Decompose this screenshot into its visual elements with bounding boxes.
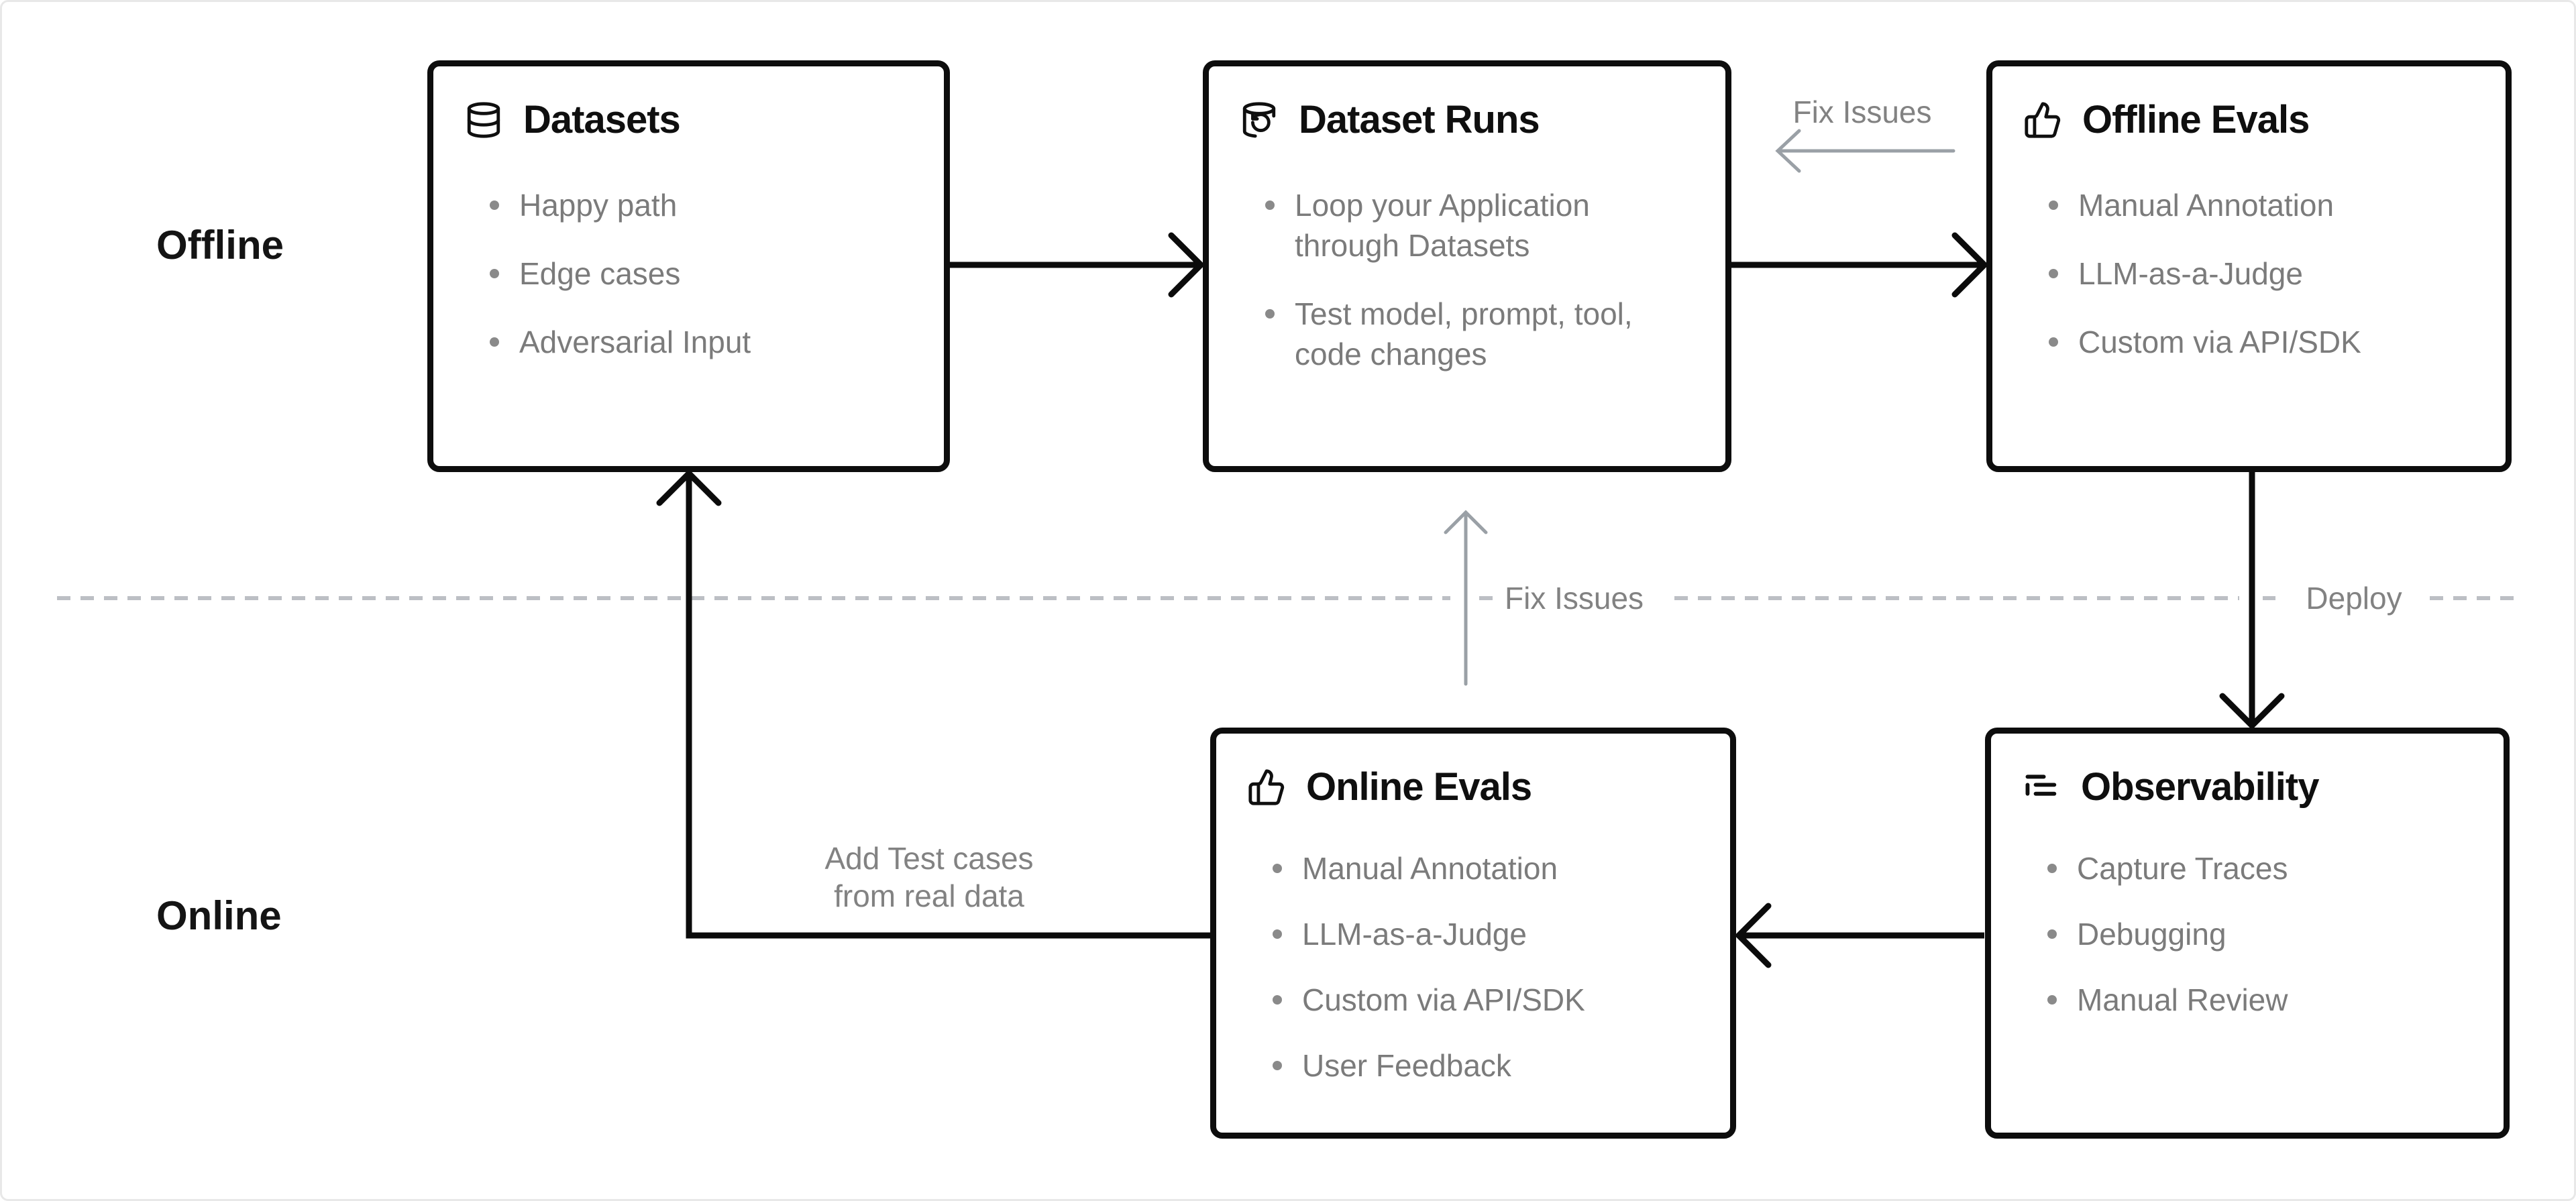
list-item: Edge cases — [490, 253, 917, 294]
node-title: Offline Evals — [2082, 98, 2310, 141]
list-tree-icon — [2022, 768, 2061, 807]
node-observability-bullets: Capture Traces Debugging Manual Review — [1991, 848, 2504, 1020]
node-observability-header: Observability — [2022, 764, 2504, 809]
add-test-cases-label: Add Test cases from real data — [824, 841, 1034, 913]
node-offline-evals: Offline Evals Manual Annotation LLM-as-a… — [1986, 60, 2512, 472]
node-datasets: Datasets Happy path Edge cases Adversari… — [427, 60, 950, 472]
node-title: Online Evals — [1306, 765, 1532, 809]
node-title: Datasets — [523, 98, 681, 141]
bullet-dot — [490, 269, 499, 278]
bullet-dot — [1273, 864, 1282, 873]
node-observability: Observability Capture Traces Debugging M… — [1985, 728, 2510, 1139]
bullet-dot — [490, 201, 499, 210]
arrow-datasets-to-dataset-runs — [949, 232, 1205, 298]
online-section-label: Online — [156, 893, 282, 938]
arrow-fix-issues-mid — [1444, 510, 1488, 686]
list-item: LLM-as-a-Judge — [1273, 914, 1703, 954]
bullet-dot — [2049, 269, 2058, 278]
arrow-observability-to-online-evals — [1734, 903, 1984, 968]
list-item: Debugging — [2047, 914, 2477, 954]
bullet-dot — [2047, 995, 2057, 1005]
bullet-dot — [1273, 995, 1282, 1005]
list-item: Custom via API/SDK — [1273, 980, 1703, 1020]
arrow-online-evals-to-datasets — [656, 469, 1210, 939]
bullet-dot — [2049, 201, 2058, 210]
arrow-dataset-runs-to-offline-evals — [1729, 232, 1989, 298]
list-item: Test model, prompt, tool, code changes — [1265, 294, 1699, 374]
bullet-dot — [490, 337, 499, 347]
node-online-evals-header: Online Evals — [1247, 764, 1730, 809]
node-title: Observability — [2081, 765, 2319, 809]
list-item: Loop your Application through Datasets — [1265, 185, 1699, 266]
arrow-offline-evals-to-observability — [2219, 470, 2285, 730]
deploy-label: Deploy — [2306, 581, 2402, 616]
database-icon — [464, 101, 503, 139]
thumbs-up-icon — [2023, 101, 2062, 139]
bullet-dot — [2049, 337, 2058, 347]
list-item: Capture Traces — [2047, 848, 2477, 889]
bullet-dot — [1265, 201, 1275, 210]
node-datasets-bullets: Happy path Edge cases Adversarial Input — [433, 185, 944, 362]
list-item: LLM-as-a-Judge — [2049, 253, 2479, 294]
bullet-dot — [1273, 929, 1282, 939]
node-online-evals: Online Evals Manual Annotation LLM-as-a-… — [1210, 728, 1736, 1139]
arrow-fix-issues-top — [1775, 129, 1955, 173]
list-item: Custom via API/SDK — [2049, 322, 2479, 362]
list-item: User Feedback — [1273, 1045, 1703, 1086]
thumbs-up-icon — [1247, 768, 1286, 807]
node-dataset-runs-bullets: Loop your Application through Datasets T… — [1209, 185, 1725, 374]
list-item: Manual Annotation — [2049, 185, 2479, 225]
node-dataset-runs: Dataset Runs Loop your Application throu… — [1203, 60, 1731, 472]
bullet-dot — [2047, 864, 2057, 873]
node-offline-evals-bullets: Manual Annotation LLM-as-a-Judge Custom … — [1992, 185, 2506, 362]
fix-issues-top-label: Fix Issues — [1792, 95, 1932, 129]
bullet-dot — [2047, 929, 2057, 939]
offline-section-label: Offline — [156, 223, 284, 268]
node-title: Dataset Runs — [1299, 98, 1540, 141]
bullet-dot — [1273, 1061, 1282, 1070]
list-item: Manual Review — [2047, 980, 2477, 1020]
node-dataset-runs-header: Dataset Runs — [1240, 97, 1725, 142]
node-offline-evals-header: Offline Evals — [2023, 97, 2506, 142]
list-item: Adversarial Input — [490, 322, 917, 362]
node-datasets-header: Datasets — [464, 97, 944, 142]
database-backup-icon — [1240, 101, 1279, 139]
fix-issues-mid-label: Fix Issues — [1505, 581, 1644, 616]
list-item: Happy path — [490, 185, 917, 225]
list-item: Manual Annotation — [1273, 848, 1703, 889]
bullet-dot — [1265, 309, 1275, 319]
node-online-evals-bullets: Manual Annotation LLM-as-a-Judge Custom … — [1216, 848, 1730, 1086]
